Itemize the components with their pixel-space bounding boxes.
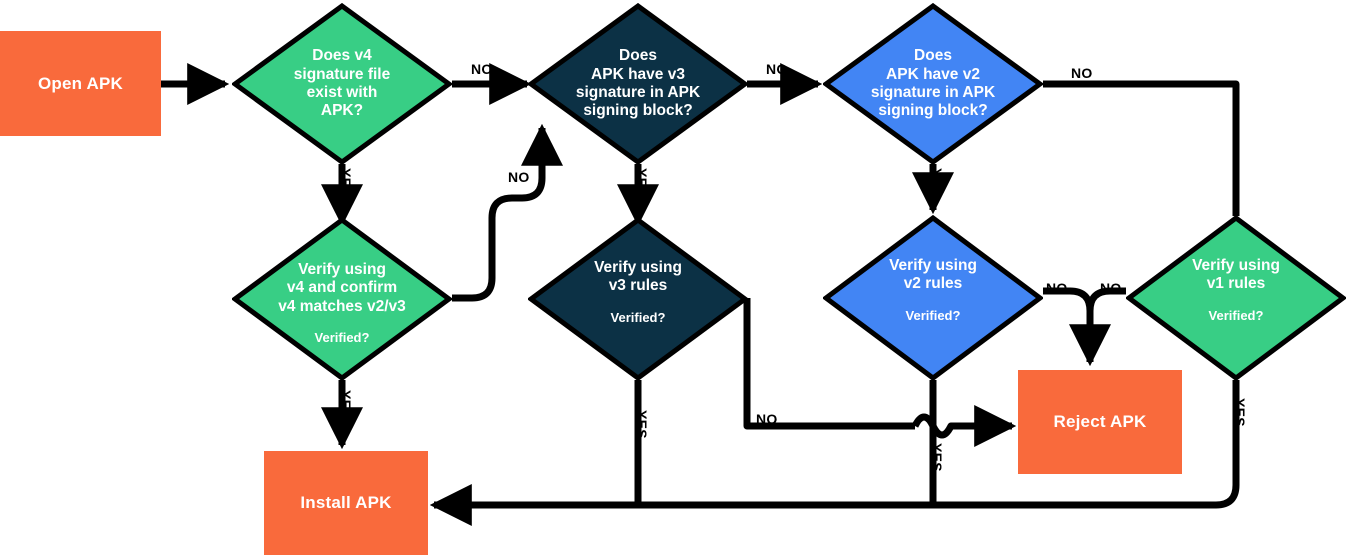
node-question-v3[interactable]: Does APK have v3 signature in APK signin… [528,3,748,165]
edge-label-qv4-no: NO [471,61,493,77]
node-install-apk[interactable]: Install APK [264,451,428,555]
edge-label-vv1-yes: YES [1232,398,1248,427]
node-reject-apk[interactable]: Reject APK [1018,370,1182,474]
node-install-apk-label: Install APK [300,493,392,512]
edge-label-vv3-yes: YES [634,410,650,439]
node-verify-v2[interactable]: Verify using v2 rules Verified? [823,215,1043,381]
edge-label-qv2-yes: YES [929,168,945,197]
edge-vv3-yes-to-install [429,380,642,526]
node-question-v2[interactable]: Does APK have v2 signature in APK signin… [823,3,1043,165]
node-verify-v3[interactable]: Verify using v3 rules Verified? [528,217,748,381]
edge-label-vv4-no: NO [508,169,530,185]
edge-label-vv3-no: NO [756,411,778,427]
edge-label-qv4-yes: YES [338,168,354,197]
node-verify-v1[interactable]: Verify using v1 rules Verified? [1126,215,1346,381]
edge-vv3-no-to-reject [743,298,915,430]
edge-label-vv1-no: NO [1100,280,1122,296]
edge-label-vv2-no: NO [1046,280,1068,296]
edge-vv1-yes-to-install [933,380,1240,509]
edge-vv2-no-to-reject [1043,287,1111,367]
node-reject-apk-label: Reject APK [1053,412,1147,431]
edge-label-vv2-yes: YES [929,443,945,472]
node-question-v4[interactable]: Does v4 signature file exist with APK? [232,3,452,165]
edge-label-qv3-no: NO [766,61,788,77]
node-open-apk-label: Open APK [37,73,124,93]
edge-label-qv3-yes: YES [634,168,650,197]
edge-vv4-no-to-qv3 [452,123,563,302]
node-open-apk[interactable]: Open APK [0,31,161,136]
edge-vv1-no-to-reject [1086,287,1126,312]
node-verify-v4[interactable]: Verify using v4 and confirm v4 matches v… [232,217,452,381]
edge-label-qv2-no: NO [1071,65,1093,81]
edge-qv2-no-to-vv1 [1043,80,1240,216]
edge-label-vv4-yes: YES [338,390,354,419]
